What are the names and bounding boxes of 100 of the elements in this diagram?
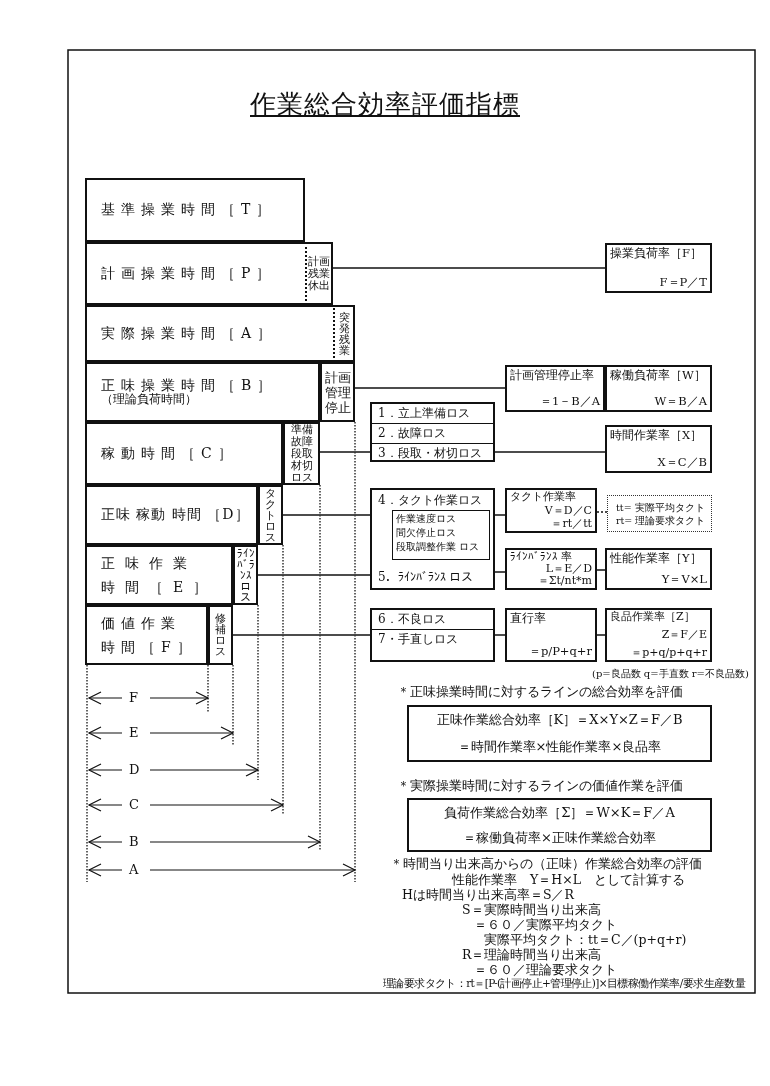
formula-text: タクト作業率 bbox=[510, 491, 577, 503]
formula-text: F＝P／T bbox=[658, 276, 707, 289]
note-text: rt= 理論要求タクト bbox=[616, 513, 707, 527]
time-bar bbox=[85, 545, 233, 605]
time-bar bbox=[85, 305, 333, 362]
time-bar bbox=[85, 242, 305, 305]
formula-text: X＝C／B bbox=[656, 456, 707, 469]
formula-text: W＝B／A bbox=[653, 395, 707, 408]
formula-text: 計画管理停止率 bbox=[510, 369, 595, 382]
formula-text: ＝稼働負荷率×正味作業総合効率 bbox=[463, 828, 656, 847]
bar-label: 実際操業時間［A］ bbox=[101, 324, 279, 343]
note-box bbox=[607, 495, 712, 532]
formula-text: V＝D／C bbox=[543, 504, 592, 517]
connector-line bbox=[494, 514, 506, 516]
loss-item: 4．タクト作業ロス bbox=[377, 492, 483, 509]
formula-text: 直行率 bbox=[510, 612, 547, 625]
loss-item: 段取調整作業 ロス bbox=[396, 540, 481, 554]
formula-text: L＝E／D bbox=[544, 563, 592, 575]
loss-box bbox=[258, 485, 283, 545]
note-text: S＝実際時間当り出来高 bbox=[462, 902, 601, 917]
rate-box bbox=[605, 608, 712, 662]
formula-text: 時間作業率［X］ bbox=[610, 429, 704, 442]
rate-box bbox=[605, 365, 712, 412]
bar-label: 価値作業時間［F］ bbox=[101, 614, 198, 657]
connector-line bbox=[494, 634, 506, 636]
connector-line bbox=[494, 451, 606, 453]
rate-box bbox=[505, 365, 605, 412]
loss-label: 準備故障段取材切ロス bbox=[289, 423, 314, 484]
formula-text: ＝p/P+q+r bbox=[527, 645, 592, 658]
time-bar bbox=[85, 485, 258, 545]
loss-list-box bbox=[370, 608, 495, 662]
connector-line bbox=[494, 571, 506, 573]
note-text: 性能作業率 Y＝H×L として計算する bbox=[452, 872, 685, 887]
loss-item: 1．立上準備ロス bbox=[377, 405, 471, 422]
loss-box bbox=[283, 422, 320, 485]
loss-item: 作業速度ロス bbox=[396, 512, 457, 526]
note-text: ＊時間当り出来高からの（正味）作業総合効率の評価 bbox=[390, 856, 702, 871]
formula-text: ＝Σt/nt*m bbox=[536, 575, 592, 587]
formula-text: ＝rt／tt bbox=[550, 518, 592, 530]
note-text: R＝理論時間当り出来高 bbox=[462, 947, 602, 962]
note-text: 理論要求タクト：rt＝[P-(計画停止+管理停止)]×目標稼働作業率/要求生産数量 bbox=[383, 976, 746, 991]
time-bar bbox=[85, 605, 208, 665]
bar-label: 正味操業時間［B］ bbox=[101, 376, 279, 393]
bar-label: 基準操業時間［T］ bbox=[101, 201, 278, 219]
rate-box bbox=[605, 548, 712, 590]
formula-text: 正味作業総合効率［K］＝X×Y×Z＝F／B bbox=[436, 711, 683, 730]
time-bar bbox=[85, 362, 320, 422]
formula-text: ﾗｲﾝﾊﾞﾗﾝｽ 率 bbox=[510, 551, 574, 563]
connector-line bbox=[232, 634, 371, 636]
loss-label: 計画管理停止 bbox=[323, 369, 352, 415]
formula-text: Z＝F／E bbox=[660, 629, 707, 641]
formula-text: ＝p+q/p+q+r bbox=[630, 647, 707, 659]
time-bar bbox=[85, 178, 305, 242]
formula-text: ＝時間作業率×性能作業率×良品率 bbox=[457, 737, 662, 756]
connector-line bbox=[596, 511, 608, 513]
rate-box bbox=[505, 488, 597, 533]
loss-list-box bbox=[370, 402, 495, 462]
loss-item: 7・手直しロス bbox=[372, 629, 493, 649]
loss-box bbox=[208, 605, 233, 665]
note-text: ＊正味操業時間に対するラインの総合効率を評価 bbox=[397, 684, 683, 700]
loss-label: タクトロス bbox=[264, 487, 277, 543]
formula-text: Y＝V×L bbox=[660, 573, 707, 586]
title: 作業総合効率評価指標 bbox=[249, 88, 521, 120]
loss-item: 5．ﾗｲﾝﾊﾞﾗﾝｽ ロス bbox=[377, 569, 475, 586]
bar-label: 稼動時間［C］ bbox=[101, 444, 239, 463]
loss-box bbox=[305, 242, 333, 305]
rate-box bbox=[505, 548, 597, 590]
dimension-label: B bbox=[129, 834, 139, 850]
loss-item: 間欠停止ロス bbox=[396, 526, 457, 540]
note-text: ＊実際操業時間に対するラインの価値作業を評価 bbox=[397, 778, 683, 794]
formula-box bbox=[407, 705, 712, 762]
dimension-label: C bbox=[129, 797, 139, 813]
rate-box bbox=[505, 608, 597, 662]
time-bar bbox=[85, 422, 283, 485]
note-text: 実際平均タクト：tt＝C／(p+q+r) bbox=[484, 932, 687, 947]
loss-box bbox=[333, 305, 355, 362]
loss-box bbox=[320, 362, 355, 422]
formula-box bbox=[407, 798, 712, 852]
note-text: Hは時間当り出来高率＝S／R bbox=[402, 887, 574, 902]
formula-text: 負荷作業総合効率［Σ］＝W×K＝F／A bbox=[444, 803, 675, 822]
formula-text: 稼働負荷率［W］ bbox=[610, 369, 707, 382]
loss-item: 3．段取・材切ロス bbox=[372, 443, 493, 463]
rate-box bbox=[605, 243, 712, 293]
note-text: ＝６０／実際平均タクト bbox=[474, 917, 617, 932]
legend-note: (p=良品数 q=手直数 r=不良品数) bbox=[592, 667, 749, 681]
bar-label: （理論負荷時間） bbox=[101, 391, 198, 408]
note-text: tt= 実際平均タクト bbox=[616, 500, 706, 514]
connector-line bbox=[354, 387, 506, 389]
formula-text: 操業負荷率［F］ bbox=[610, 247, 703, 260]
loss-detail-box bbox=[392, 510, 490, 560]
note-text: ＝６０／理論要求タクト bbox=[474, 962, 617, 977]
formula-text: 性能作業率［Y］ bbox=[610, 552, 703, 565]
connector-line bbox=[282, 514, 371, 516]
rate-box bbox=[605, 425, 712, 473]
loss-label: 突発残業 bbox=[338, 311, 350, 356]
bar-label: 計画操業時間［P］ bbox=[101, 264, 278, 283]
loss-item: 6．不良ロス bbox=[377, 611, 447, 628]
dimension-label: D bbox=[129, 762, 140, 778]
dimension-label: A bbox=[129, 862, 139, 878]
loss-label: 計画残業休出 bbox=[308, 255, 330, 292]
